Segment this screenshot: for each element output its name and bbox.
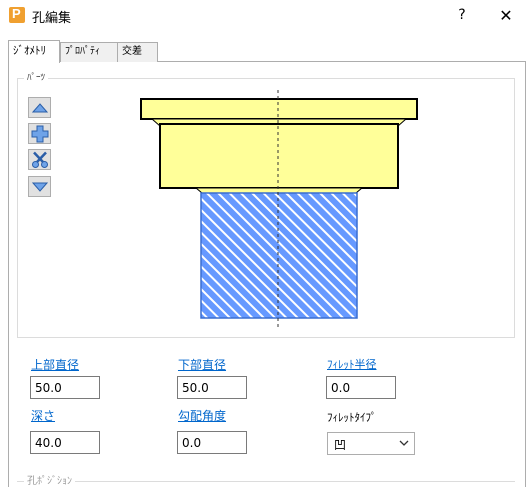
- plus-icon: [31, 125, 48, 142]
- fillet-type-label: ﾌｨﾚｯﾄﾀｲﾌﾟ: [327, 411, 377, 424]
- move-up-button[interactable]: [28, 97, 51, 118]
- head-counterbore: [159, 123, 399, 189]
- title-bar: 孔編集 ? ✕: [0, 0, 530, 31]
- draft-angle-label[interactable]: 勾配角度: [178, 409, 227, 423]
- hole-section-diagram: [140, 90, 418, 327]
- add-part-button[interactable]: [28, 123, 51, 144]
- fillet-radius-label[interactable]: ﾌｨﾚｯﾄ半径: [327, 358, 377, 371]
- up-triangle-icon: [31, 102, 48, 112]
- cut-part-button[interactable]: [28, 149, 51, 170]
- fillet-type-value: 凹: [334, 438, 347, 452]
- fillet-radius-input[interactable]: [326, 376, 396, 399]
- tab-intersection[interactable]: 交差: [117, 42, 158, 62]
- help-button[interactable]: ?: [458, 7, 466, 23]
- tab-geometry[interactable]: ｼﾞｵﾒﾄﾘ: [8, 40, 60, 63]
- depth-label[interactable]: 深さ: [31, 409, 56, 423]
- parts-group-label: ﾊﾟｰﾂ: [24, 70, 49, 83]
- bottom-diameter-input[interactable]: [177, 376, 247, 399]
- window-title: 孔編集: [32, 11, 72, 26]
- bottom-diameter-label[interactable]: 下部直径: [178, 358, 227, 372]
- top-diameter-input[interactable]: [30, 376, 100, 399]
- tab-properties[interactable]: ﾌﾟﾛﾊﾟﾃｨ: [60, 42, 118, 62]
- top-diameter-label[interactable]: 上部直径: [31, 358, 80, 372]
- depth-input[interactable]: [30, 431, 100, 454]
- fillet-type-select[interactable]: 凹: [327, 432, 415, 455]
- position-groupbox: [17, 481, 515, 482]
- draft-angle-input[interactable]: [177, 431, 247, 454]
- head-top-flange: [140, 98, 418, 120]
- down-triangle-icon: [31, 182, 48, 192]
- parts-groupbox: [17, 78, 515, 338]
- close-button[interactable]: ✕: [499, 6, 513, 25]
- hole-shaft: [200, 192, 358, 319]
- chevron-down-icon: [399, 440, 409, 446]
- scissors-icon: [31, 151, 48, 168]
- move-down-button[interactable]: [28, 176, 51, 197]
- app-logo-icon: [9, 6, 25, 23]
- position-group-label: 孔ﾎﾟｼﾞｼｮﾝ: [24, 472, 75, 487]
